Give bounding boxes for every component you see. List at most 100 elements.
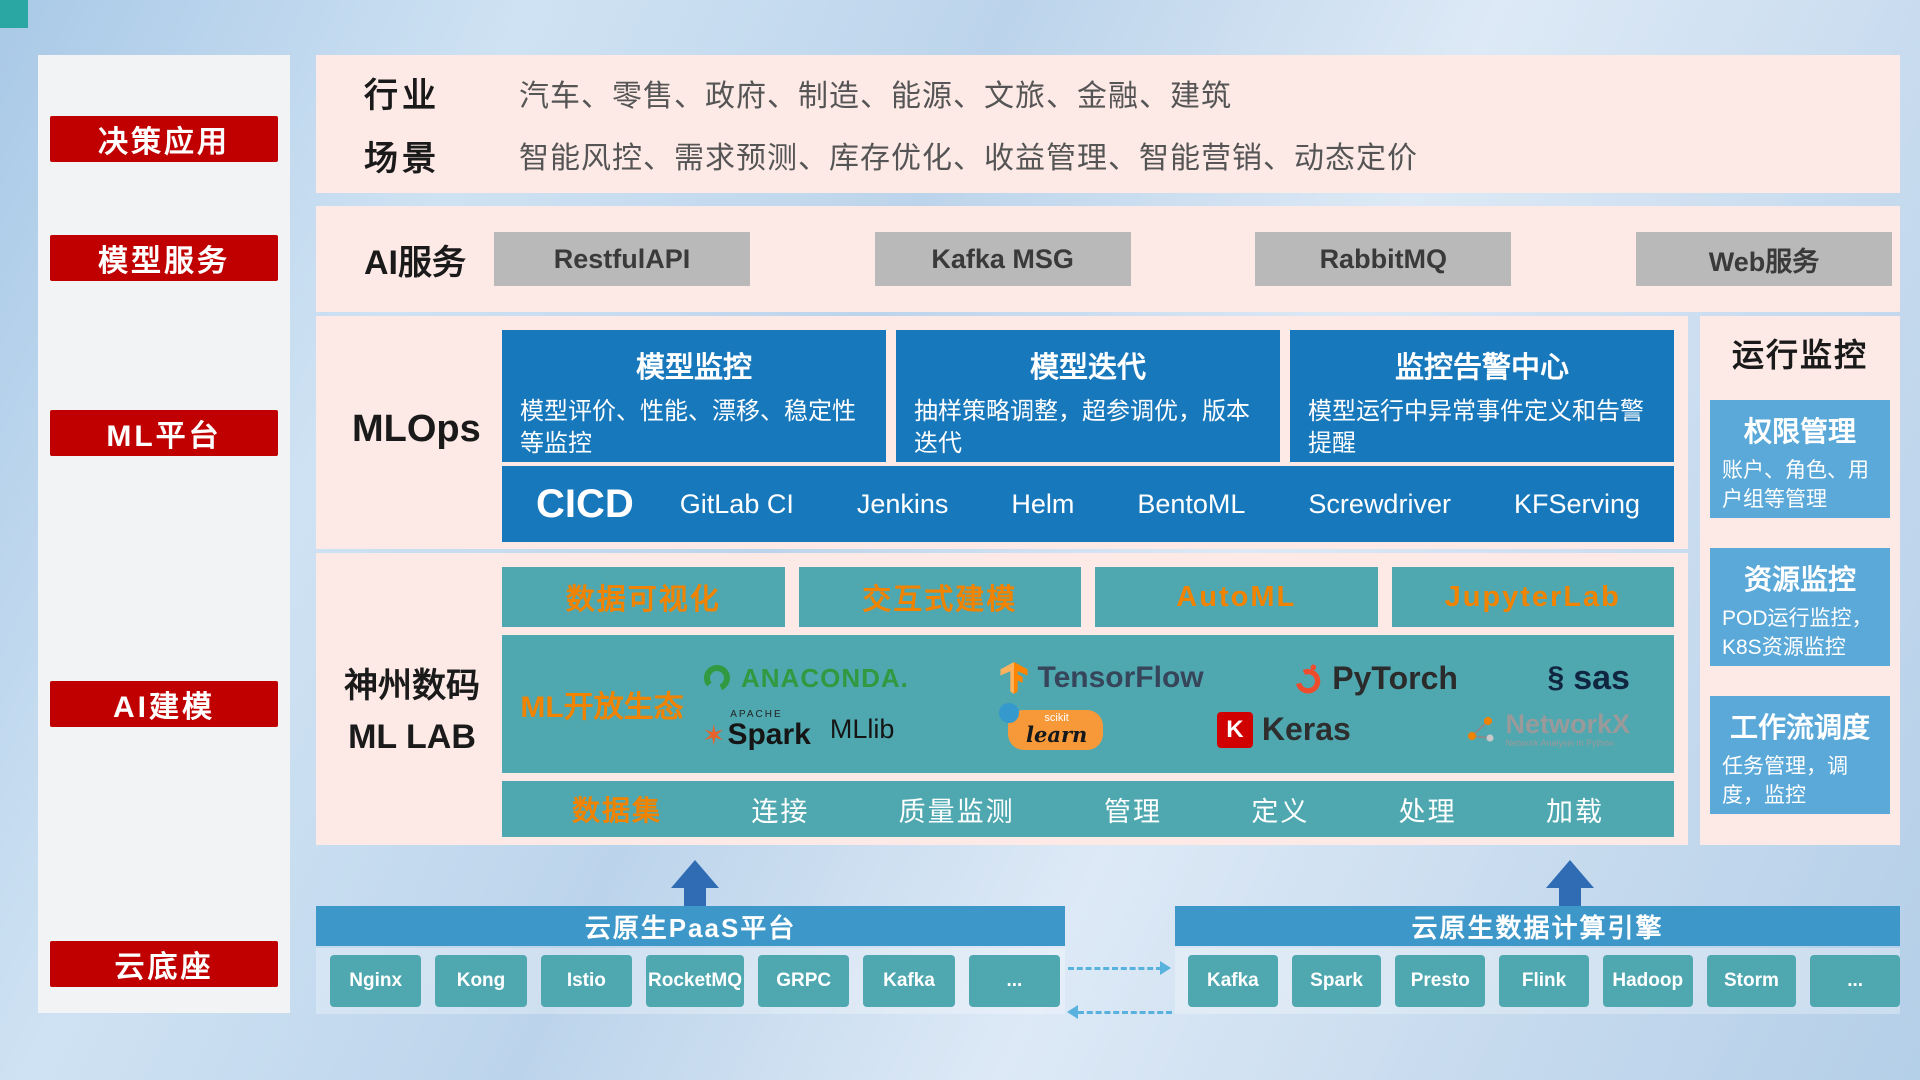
networkx-icon — [1468, 717, 1494, 742]
scene-label: 场景 — [364, 139, 440, 178]
pytorch-text: PyTorch — [1332, 659, 1458, 696]
ai-service-buttons: RestfulAPI Kafka MSG RabbitMQ Web服务 — [494, 232, 1892, 286]
networkx-text: NetworkX — [1505, 708, 1630, 739]
sidebar-item-decision-apps: 决策应用 — [50, 116, 278, 162]
tensorflow-logo: TensorFlow — [999, 661, 1204, 695]
logo-row-top: ANACONDA. TensorFlow — [702, 659, 1630, 698]
interactive-modeling-box: 交互式建模 — [798, 567, 1081, 627]
industry-line: 行业 汽车、零售、政府、制造、能源、文旅、金融、建筑 — [364, 68, 1900, 117]
keras-logo: K Keras — [1216, 711, 1351, 748]
keras-text: Keras — [1261, 711, 1351, 747]
spark-icon: ✶ — [702, 719, 726, 751]
anaconda-text: ANACONDA. — [741, 662, 909, 693]
spark-text: Spark — [727, 717, 811, 751]
resource-monitor-desc: POD运行监控，K8S资源监控 — [1722, 607, 1873, 660]
web-service-box: Web服务 — [1635, 232, 1892, 286]
sidebar-item-ai-modeling: AI建模 — [50, 681, 278, 727]
scene-text: 智能风控、需求预测、库存优化、收益管理、智能营销、动态定价 — [519, 142, 1418, 176]
bentoml-item: BentoML — [1137, 488, 1246, 519]
engine-more-box: ... — [1810, 955, 1901, 1007]
engine-spark-box: Spark — [1291, 955, 1382, 1007]
sas-text: sas — [1573, 658, 1630, 697]
mllab-name-line2: ML LAB — [348, 718, 476, 756]
engine-hadoop-box: Hadoop — [1602, 955, 1693, 1007]
helm-item: Helm — [1011, 488, 1075, 519]
screwdriver-item: Screwdriver — [1308, 488, 1451, 519]
resource-monitor-title: 资源监控 — [1743, 564, 1856, 595]
paas-buttons: Nginx Kong Istio RocketMQ GRPC Kafka ... — [330, 955, 1061, 1007]
logo-row-bottom: APACHE ✶ Spark MLlib scikit — [702, 702, 1630, 751]
scikit-learn-badge: scikit learn — [999, 702, 1104, 750]
keras-icon: K — [1216, 711, 1253, 748]
engine-kafka-box: Kafka — [1188, 955, 1278, 1007]
jupyterlab-box: JupyterLab — [1391, 567, 1674, 627]
permission-card: 权限管理 账户、角色、用户组等管理 — [1710, 400, 1890, 518]
sidebar-item-model-service: 模型服务 — [50, 235, 278, 281]
alert-center-title: 监控告警中心 — [1394, 352, 1569, 384]
dataset-quality: 质量监测 — [898, 796, 1015, 827]
mllab-tools: 数据可视化 交互式建模 AutoML JupyterLab — [502, 567, 1674, 627]
data-visualization-box: 数据可视化 — [502, 567, 785, 627]
dashed-arrow-right-head — [1160, 961, 1171, 975]
spark-stack: APACHE ✶ Spark — [702, 709, 811, 751]
engine-storm-box: Storm — [1706, 955, 1797, 1007]
industry-text: 汽车、零售、政府、制造、能源、文旅、金融、建筑 — [519, 79, 1232, 113]
cicd-label: CICD — [536, 481, 634, 526]
pytorch-logo: PyTorch — [1293, 660, 1458, 697]
cicd-bar: CICD GitLab CI Jenkins Helm BentoML Scre… — [502, 466, 1674, 542]
industry-scene-panel: 行业 汽车、零售、政府、制造、能源、文旅、金融、建筑 场景 智能风控、需求预测、… — [316, 55, 1900, 193]
mlops-cards: 模型监控 模型评价、性能、漂移、稳定性等监控 模型迭代 抽样策略调整，超参调优，… — [502, 330, 1674, 462]
dashed-arrow-left — [1078, 1011, 1172, 1014]
dataset-label: 数据集 — [572, 795, 663, 826]
nginx-box: Nginx — [330, 955, 422, 1007]
mlops-label: MLOps — [352, 408, 481, 450]
automl-box: AutoML — [1095, 567, 1378, 627]
kong-box: Kong — [435, 955, 527, 1007]
dashed-arrow-left-head — [1067, 1005, 1078, 1019]
ml-ecosystem-area: ML开放生态 ANACONDA. TensorFlow — [502, 635, 1674, 773]
dataset-load: 加载 — [1545, 796, 1604, 827]
engine-header: 云原生数据计算引擎 — [1175, 906, 1900, 946]
alert-center-desc: 模型运行中异常事件定义和告警提醒 — [1308, 398, 1644, 458]
restful-api-box: RestfulAPI — [494, 232, 750, 286]
spark-main: ✶ Spark — [702, 717, 811, 751]
scene-line: 场景 智能风控、需求预测、库存优化、收益管理、智能营销、动态定价 — [364, 131, 1900, 180]
sidebar-item-ml-platform: ML平台 — [50, 410, 278, 456]
sas-icon: § — [1547, 661, 1565, 694]
runtime-monitor-title: 运行监控 — [1731, 337, 1868, 373]
jenkins-item: Jenkins — [856, 488, 949, 519]
mllab-name: 神州数码 ML LAB — [332, 661, 492, 763]
model-iteration-title: 模型迭代 — [1029, 352, 1146, 384]
permission-title: 权限管理 — [1743, 416, 1856, 447]
dashed-arrow-right — [1068, 967, 1162, 970]
ai-service-label: AI服务 — [364, 243, 466, 282]
scikit-learn-logo: scikit learn — [999, 702, 1104, 750]
corner-decoration — [0, 0, 28, 28]
gitlab-ci-item: GitLab CI — [679, 488, 794, 519]
rabbitmq-box: RabbitMQ — [1255, 232, 1512, 286]
kafka-msg-box: Kafka MSG — [874, 232, 1131, 286]
scikit-learn-icon — [999, 702, 1019, 723]
resource-monitor-card: 资源监控 POD运行监控，K8S资源监控 — [1710, 548, 1890, 666]
dataset-bar: 数据集 连接 质量监测 管理 定义 处理 加载 — [502, 781, 1674, 837]
left-sidebar — [38, 55, 290, 1013]
up-arrow-engine — [1546, 860, 1594, 906]
kfserving-item: KFServing — [1513, 488, 1640, 519]
tensorflow-icon — [999, 662, 1028, 694]
industry-label: 行业 — [364, 77, 440, 116]
sas-logo: § sas — [1548, 659, 1630, 698]
ml-ecosystem-logos: ANACONDA. TensorFlow — [702, 635, 1674, 773]
permission-desc: 账户、角色、用户组等管理 — [1722, 459, 1869, 512]
engine-presto-box: Presto — [1395, 955, 1486, 1007]
scikit-learn-texts: scikit learn — [1026, 711, 1087, 745]
paas-more-box: ... — [968, 955, 1061, 1007]
mllab-panel: 神州数码 ML LAB 数据可视化 交互式建模 AutoML JupyterLa… — [316, 553, 1688, 845]
dataset-manage: 管理 — [1104, 796, 1162, 827]
scikit-text: scikit — [1044, 711, 1069, 724]
workflow-card: 工作流调度 任务管理，调度，监控 — [1710, 696, 1890, 814]
istio-box: Istio — [540, 955, 633, 1007]
networkx-texts: NetworkX Network Analysis in Python — [1505, 708, 1630, 750]
networkx-logo: NetworkX Network Analysis in Python — [1464, 708, 1630, 750]
engine-buttons: Kafka Spark Presto Flink Hadoop Storm ..… — [1188, 955, 1901, 1007]
